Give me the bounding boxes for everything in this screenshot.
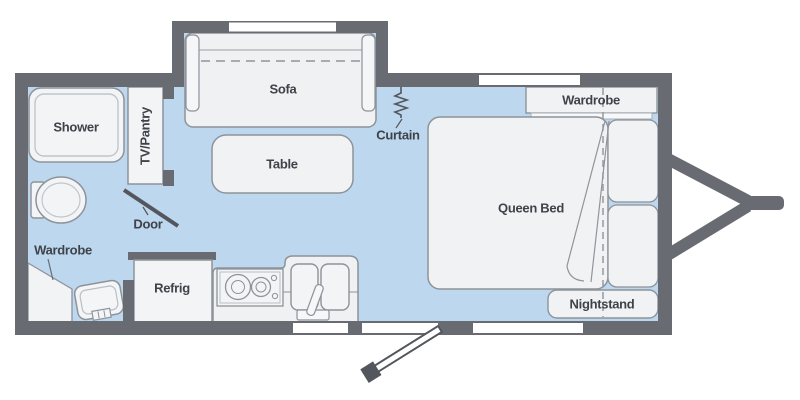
bedroom-window-bottom [473, 323, 583, 333]
toilet [30, 176, 87, 224]
bath-wall-stub-top [163, 87, 174, 99]
entry-door-opening [362, 323, 438, 333]
label-wardrobe-top: Wardrobe [562, 92, 620, 108]
slideout-wall-right [376, 21, 388, 87]
label-shower: Shower [53, 119, 99, 135]
kitchen-window-bottom [293, 323, 348, 333]
sink-basin-right [320, 263, 350, 311]
label-wardrobe-bottom: Wardrobe [34, 242, 92, 258]
sofa [184, 32, 377, 128]
queen-bed [427, 116, 659, 290]
hitch-coupler [742, 196, 784, 210]
kitchen-counter [212, 255, 359, 323]
label-curtain: Curtain [376, 127, 420, 143]
mattress-fold-line [566, 120, 606, 282]
label-queen-bed: Queen Bed [498, 200, 564, 216]
vanity-faucet [91, 307, 112, 321]
bathroom-door-panel [122, 188, 180, 228]
label-table: Table [266, 156, 298, 172]
label-refrig: Refrig [154, 280, 190, 296]
windows [229, 22, 583, 333]
mattress-fold-line-2 [590, 120, 610, 283]
kitchen-sink [290, 263, 350, 321]
burner-small [250, 276, 272, 298]
sofa-armrest-left [185, 34, 200, 112]
slideout-wall-left [172, 21, 184, 87]
door-leader-line [142, 206, 149, 216]
pillow-top [607, 119, 659, 203]
curtain-symbol [392, 87, 410, 129]
bedroom-window-top [479, 75, 580, 85]
bath-kitchen-divider-wall [123, 280, 134, 322]
label-sofa: Sofa [269, 81, 297, 97]
stove-knob [270, 274, 278, 282]
label-tv-pantry: TV/Pantry [137, 107, 153, 165]
right-wall [658, 73, 672, 335]
tv-pantry-cabinet [127, 86, 164, 185]
stove [216, 268, 284, 307]
pillow-bottom [607, 204, 659, 288]
hitch-tongue [662, 152, 784, 262]
curtain-leader-line [395, 118, 403, 129]
sofa-armrest-right [361, 34, 376, 112]
burner-large [224, 273, 252, 301]
wardrobe-leader-line [47, 258, 54, 281]
entry-door-end-cap [360, 361, 382, 383]
hitch-lower-arm [662, 200, 752, 262]
sink-faucet [306, 283, 324, 317]
shower-stall [28, 87, 125, 163]
label-nightstand: Nightstand [569, 296, 635, 312]
label-door: Door [133, 216, 163, 232]
hitch-upper-arm [663, 152, 751, 207]
entry-door-leaf [360, 324, 444, 383]
stove-knob [271, 292, 279, 300]
dinette-table [211, 134, 354, 194]
bathroom-door [122, 188, 180, 228]
vanity-sink [73, 279, 125, 321]
top-wall-left [15, 73, 172, 87]
wardrobe-cabinet-top [525, 86, 658, 120]
left-wall [15, 73, 28, 335]
bath-wall-stub-bottom [163, 170, 174, 186]
slideout-window [229, 22, 336, 32]
